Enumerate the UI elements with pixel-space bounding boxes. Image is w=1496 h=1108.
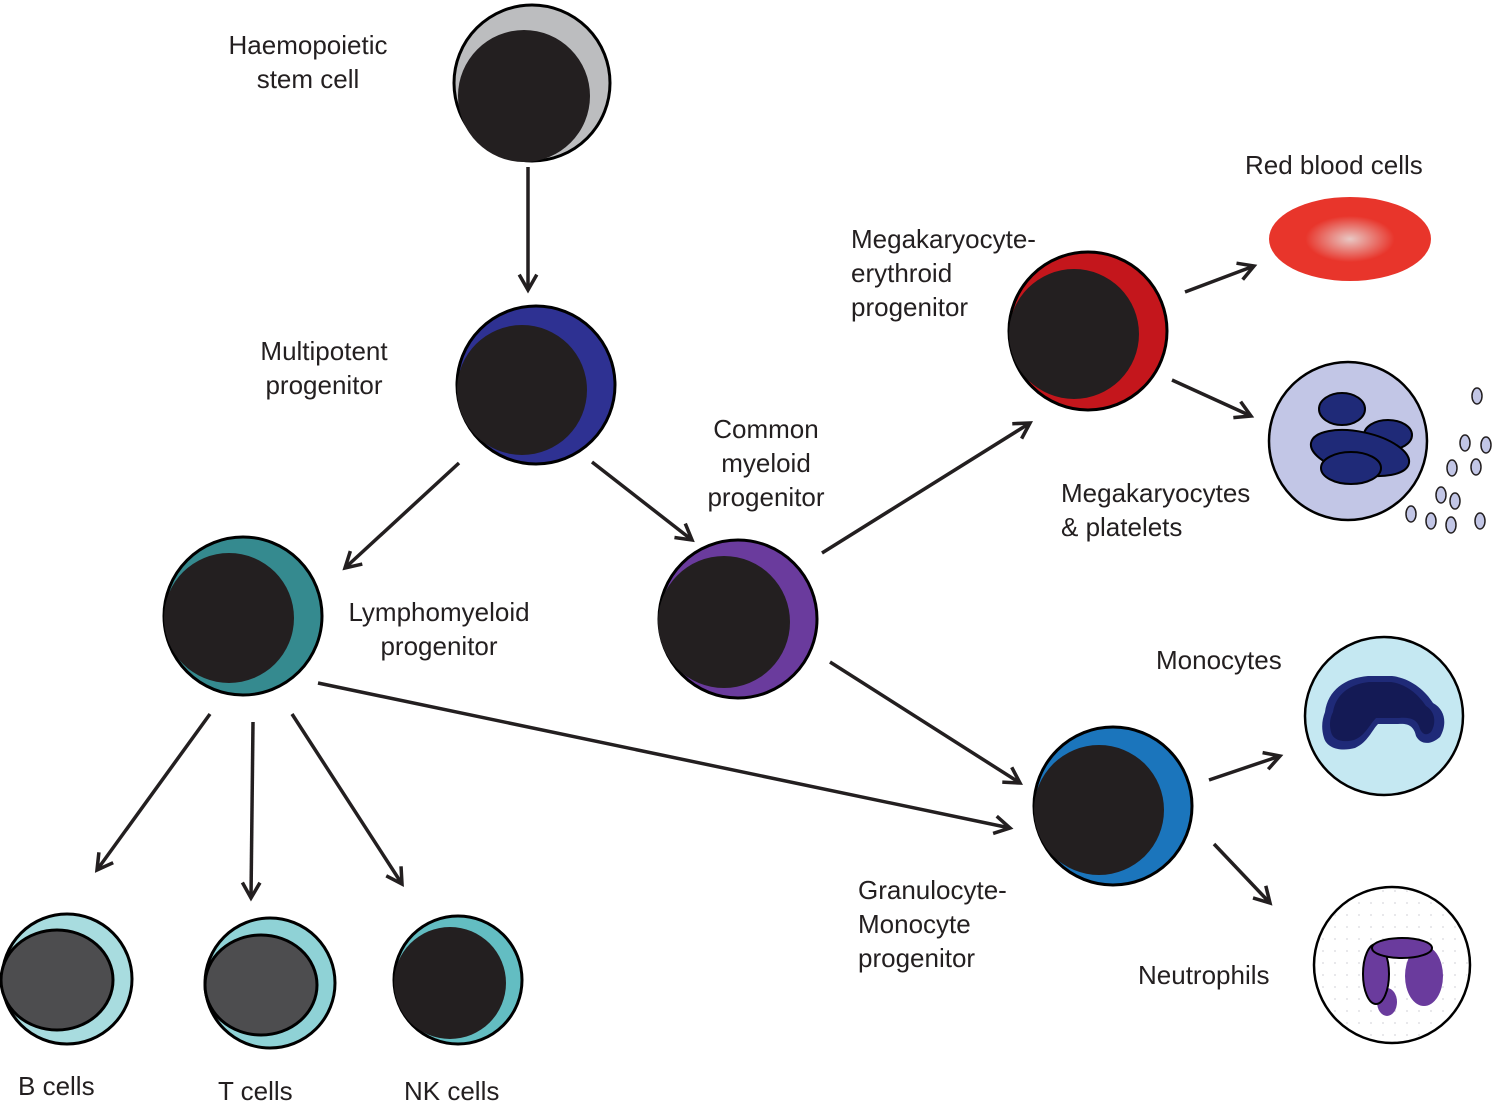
mk-lobe	[1320, 451, 1382, 485]
label-lmpp: Lymphomyeloid progenitor	[348, 597, 530, 661]
platelets	[1405, 387, 1492, 534]
arrows	[94, 167, 1284, 906]
label-rbc: Red blood cells	[1245, 150, 1423, 180]
b-cell-nucleus	[0, 928, 115, 1032]
platelet	[1435, 486, 1447, 504]
nk-cell	[392, 914, 524, 1046]
arrow-mep-to-rbc	[1184, 261, 1258, 294]
label-gmp: Granulocyte- Monocyte progenitor	[858, 875, 1007, 973]
nk-cell-nucleus	[394, 927, 506, 1039]
platelet	[1474, 512, 1486, 530]
megakaryocyte	[1267, 360, 1429, 522]
neut-lobe	[1371, 937, 1433, 959]
label-mpp: Multipotent progenitor	[260, 336, 388, 400]
cmp-nucleus	[658, 556, 790, 688]
arrow-mpp-to-lmpp	[342, 461, 461, 571]
arrow-cmp-to-gmp	[829, 660, 1023, 785]
arrow-gmp-to-mono	[1208, 750, 1284, 782]
label-mep: Megakaryocyte- erythroid progenitor	[851, 224, 1036, 322]
monocyte	[1303, 635, 1465, 797]
t-cell-nucleus	[203, 933, 319, 1037]
label-cmp: Common myeloid progenitor	[707, 414, 825, 512]
lmpp-nucleus	[164, 553, 294, 683]
label-neut: Neutrophils	[1138, 960, 1270, 990]
t-cell	[203, 916, 337, 1050]
platelet	[1405, 505, 1417, 523]
platelet	[1445, 516, 1457, 534]
mpp-nucleus	[457, 325, 587, 455]
mk-lobe	[1318, 392, 1366, 426]
lmpp-cell	[162, 535, 324, 697]
arrow-lmpp-to-gmp	[317, 681, 1014, 836]
platelet	[1425, 512, 1437, 530]
arrow-mpp-to-cmp	[590, 460, 695, 543]
mpp-cell	[455, 304, 617, 466]
red-blood-cell	[1269, 197, 1431, 281]
mk-nucleus-lobes	[1309, 392, 1413, 485]
arrow-lmpp-to-t	[240, 721, 262, 902]
neut-granules	[1316, 889, 1468, 1041]
arrow-lmpp-to-b	[94, 712, 212, 873]
cmp-cell	[657, 538, 819, 700]
label-hsc: Haemopoietic stem cell	[228, 30, 388, 94]
arrow-gmp-to-neut	[1212, 842, 1273, 906]
rbc-body	[1269, 197, 1431, 281]
arrow-lmpp-to-nk	[290, 713, 404, 887]
label-t: T cells	[218, 1076, 293, 1106]
mep-nucleus	[1009, 269, 1139, 399]
hsc-cell	[452, 3, 612, 163]
platelet	[1471, 387, 1483, 405]
gmp-cell	[1032, 725, 1194, 887]
neutrophil	[1312, 885, 1472, 1045]
platelet	[1459, 434, 1471, 452]
label-mk: Megakaryocytes & platelets	[1061, 478, 1251, 542]
platelet	[1449, 492, 1461, 510]
gmp-nucleus	[1034, 745, 1164, 875]
label-nk: NK cells	[404, 1076, 500, 1106]
b-cell	[0, 912, 134, 1046]
neut-nucleus-lobes	[1362, 937, 1443, 1016]
platelet	[1480, 436, 1492, 454]
label-mono: Monocytes	[1156, 645, 1282, 675]
mono-nucleus-inner	[1329, 682, 1435, 742]
hsc-nucleus	[458, 30, 590, 162]
label-b: B cells	[18, 1071, 95, 1101]
platelet	[1470, 458, 1482, 476]
mep-cell	[1007, 250, 1169, 412]
arrow-mep-to-mk	[1171, 378, 1255, 420]
neut-lobe	[1405, 946, 1443, 1006]
platelet	[1446, 459, 1458, 477]
arrow-cmp-to-mep	[821, 421, 1034, 555]
